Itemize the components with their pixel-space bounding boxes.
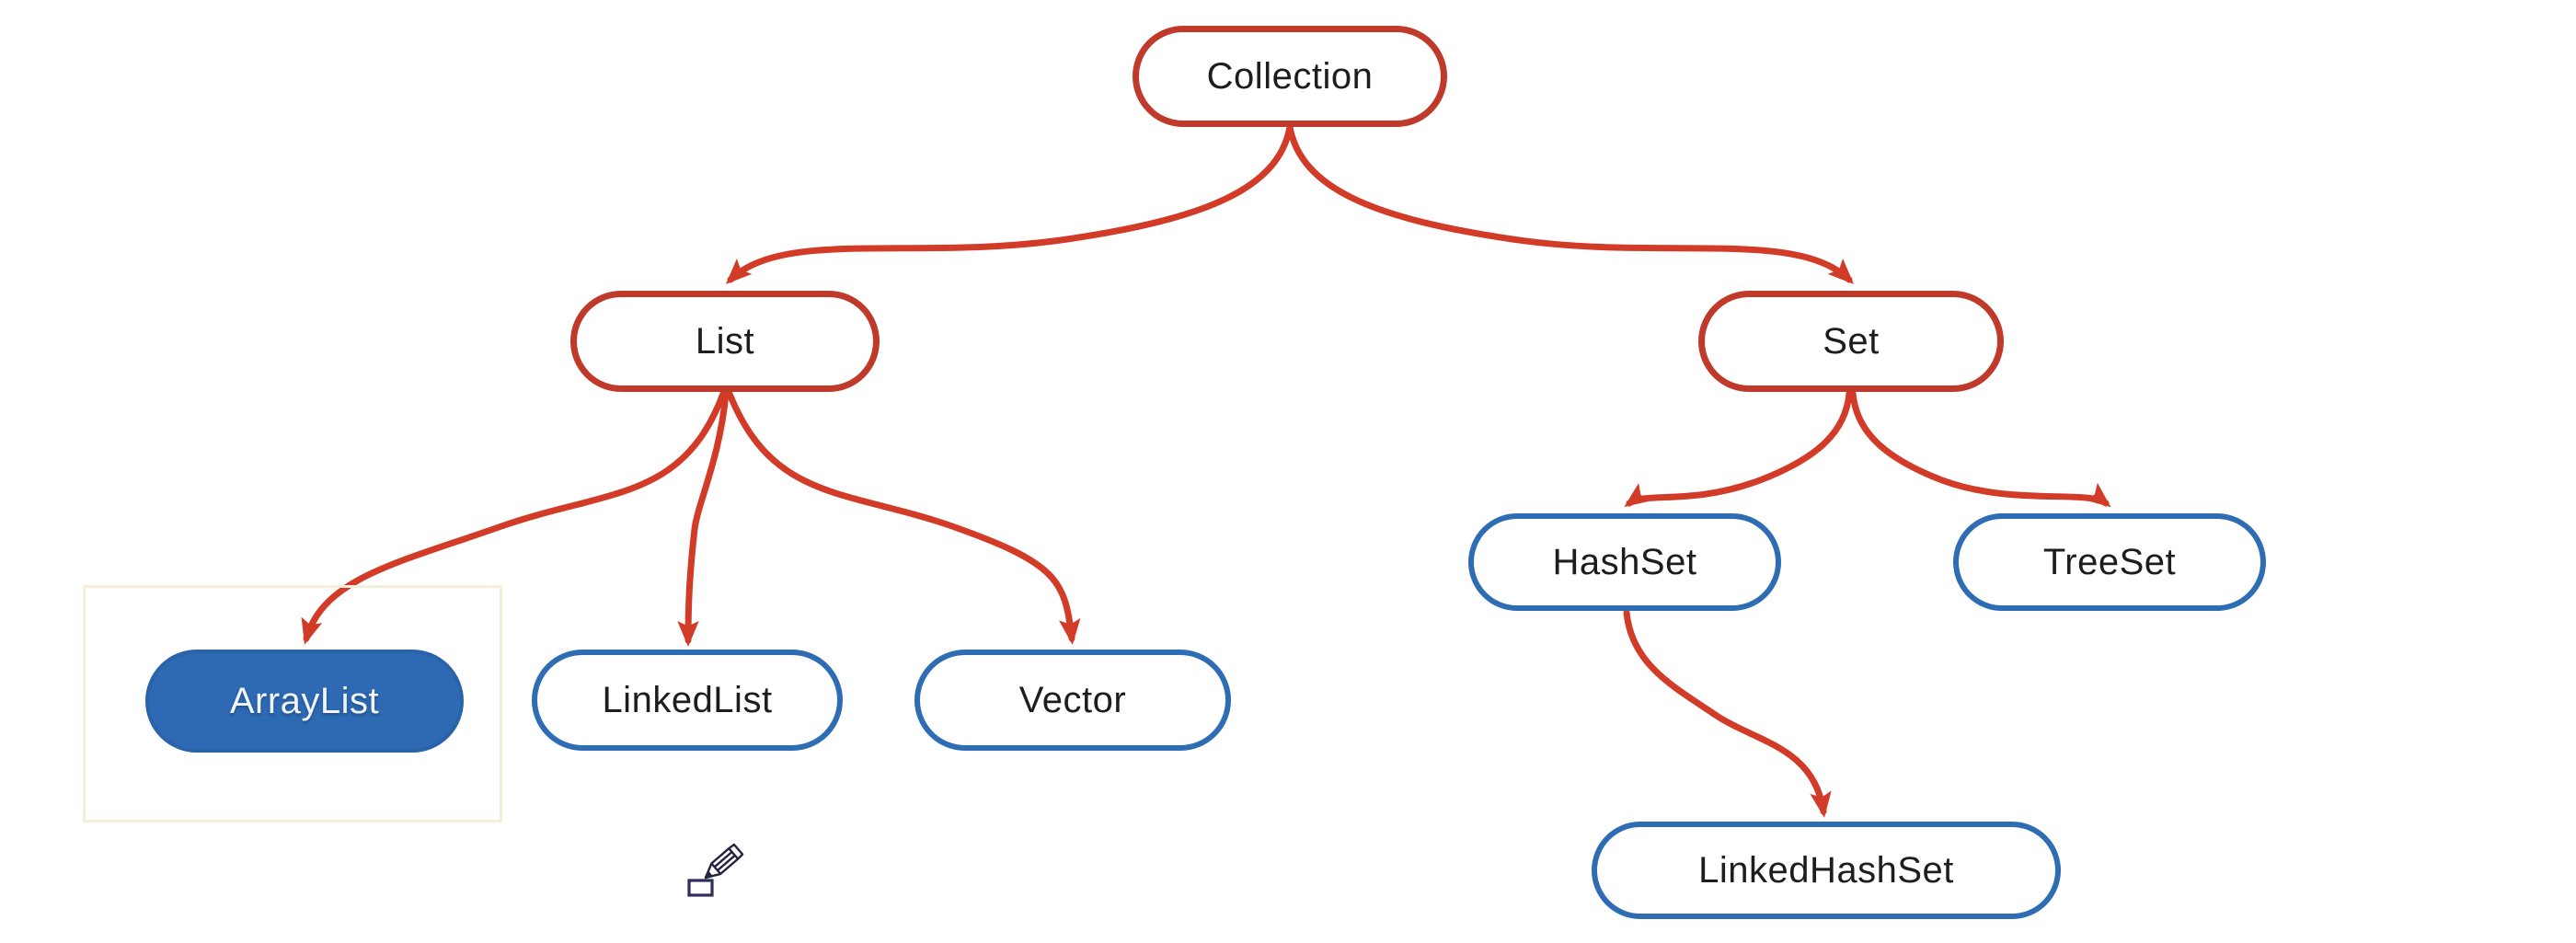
- node-set-label: Set: [1823, 320, 1880, 362]
- node-list-label: List: [695, 320, 755, 362]
- node-linkedhashset[interactable]: LinkedHashSet: [1592, 822, 2061, 919]
- edge-list-to-linkedlist: [677, 390, 730, 647]
- node-collection-label: Collection: [1206, 55, 1374, 97]
- node-linkedhashset-label: LinkedHashSet: [1698, 849, 1954, 891]
- node-hashset[interactable]: HashSet: [1468, 513, 1781, 611]
- edge-hashset-to-linkedhashset: [1623, 609, 1832, 818]
- edge-collection-to-list: [725, 123, 1294, 284]
- edge-list-to-arraylist: [301, 390, 727, 645]
- node-linkedlist-label: LinkedList: [602, 679, 773, 720]
- node-set[interactable]: Set: [1698, 291, 2004, 392]
- edge-collection-to-set: [1286, 123, 1855, 284]
- node-linkedlist[interactable]: LinkedList: [532, 650, 843, 751]
- node-treeset[interactable]: TreeSet: [1953, 513, 2266, 611]
- node-treeset-label: TreeSet: [2042, 541, 2177, 582]
- node-vector-label: Vector: [1018, 679, 1127, 720]
- node-collection[interactable]: Collection: [1133, 26, 1447, 127]
- edge-set-to-treeset: [1849, 390, 2111, 508]
- node-list[interactable]: List: [570, 291, 880, 392]
- node-hashset-label: HashSet: [1552, 541, 1697, 582]
- selection-outline: [83, 585, 502, 822]
- node-vector[interactable]: Vector: [914, 650, 1231, 751]
- edge-set-to-hashset: [1624, 390, 1853, 508]
- edge-list-to-vector: [726, 390, 1081, 645]
- node-arraylist-label: ArrayList: [229, 680, 380, 721]
- node-arraylist[interactable]: ArrayList: [145, 650, 464, 753]
